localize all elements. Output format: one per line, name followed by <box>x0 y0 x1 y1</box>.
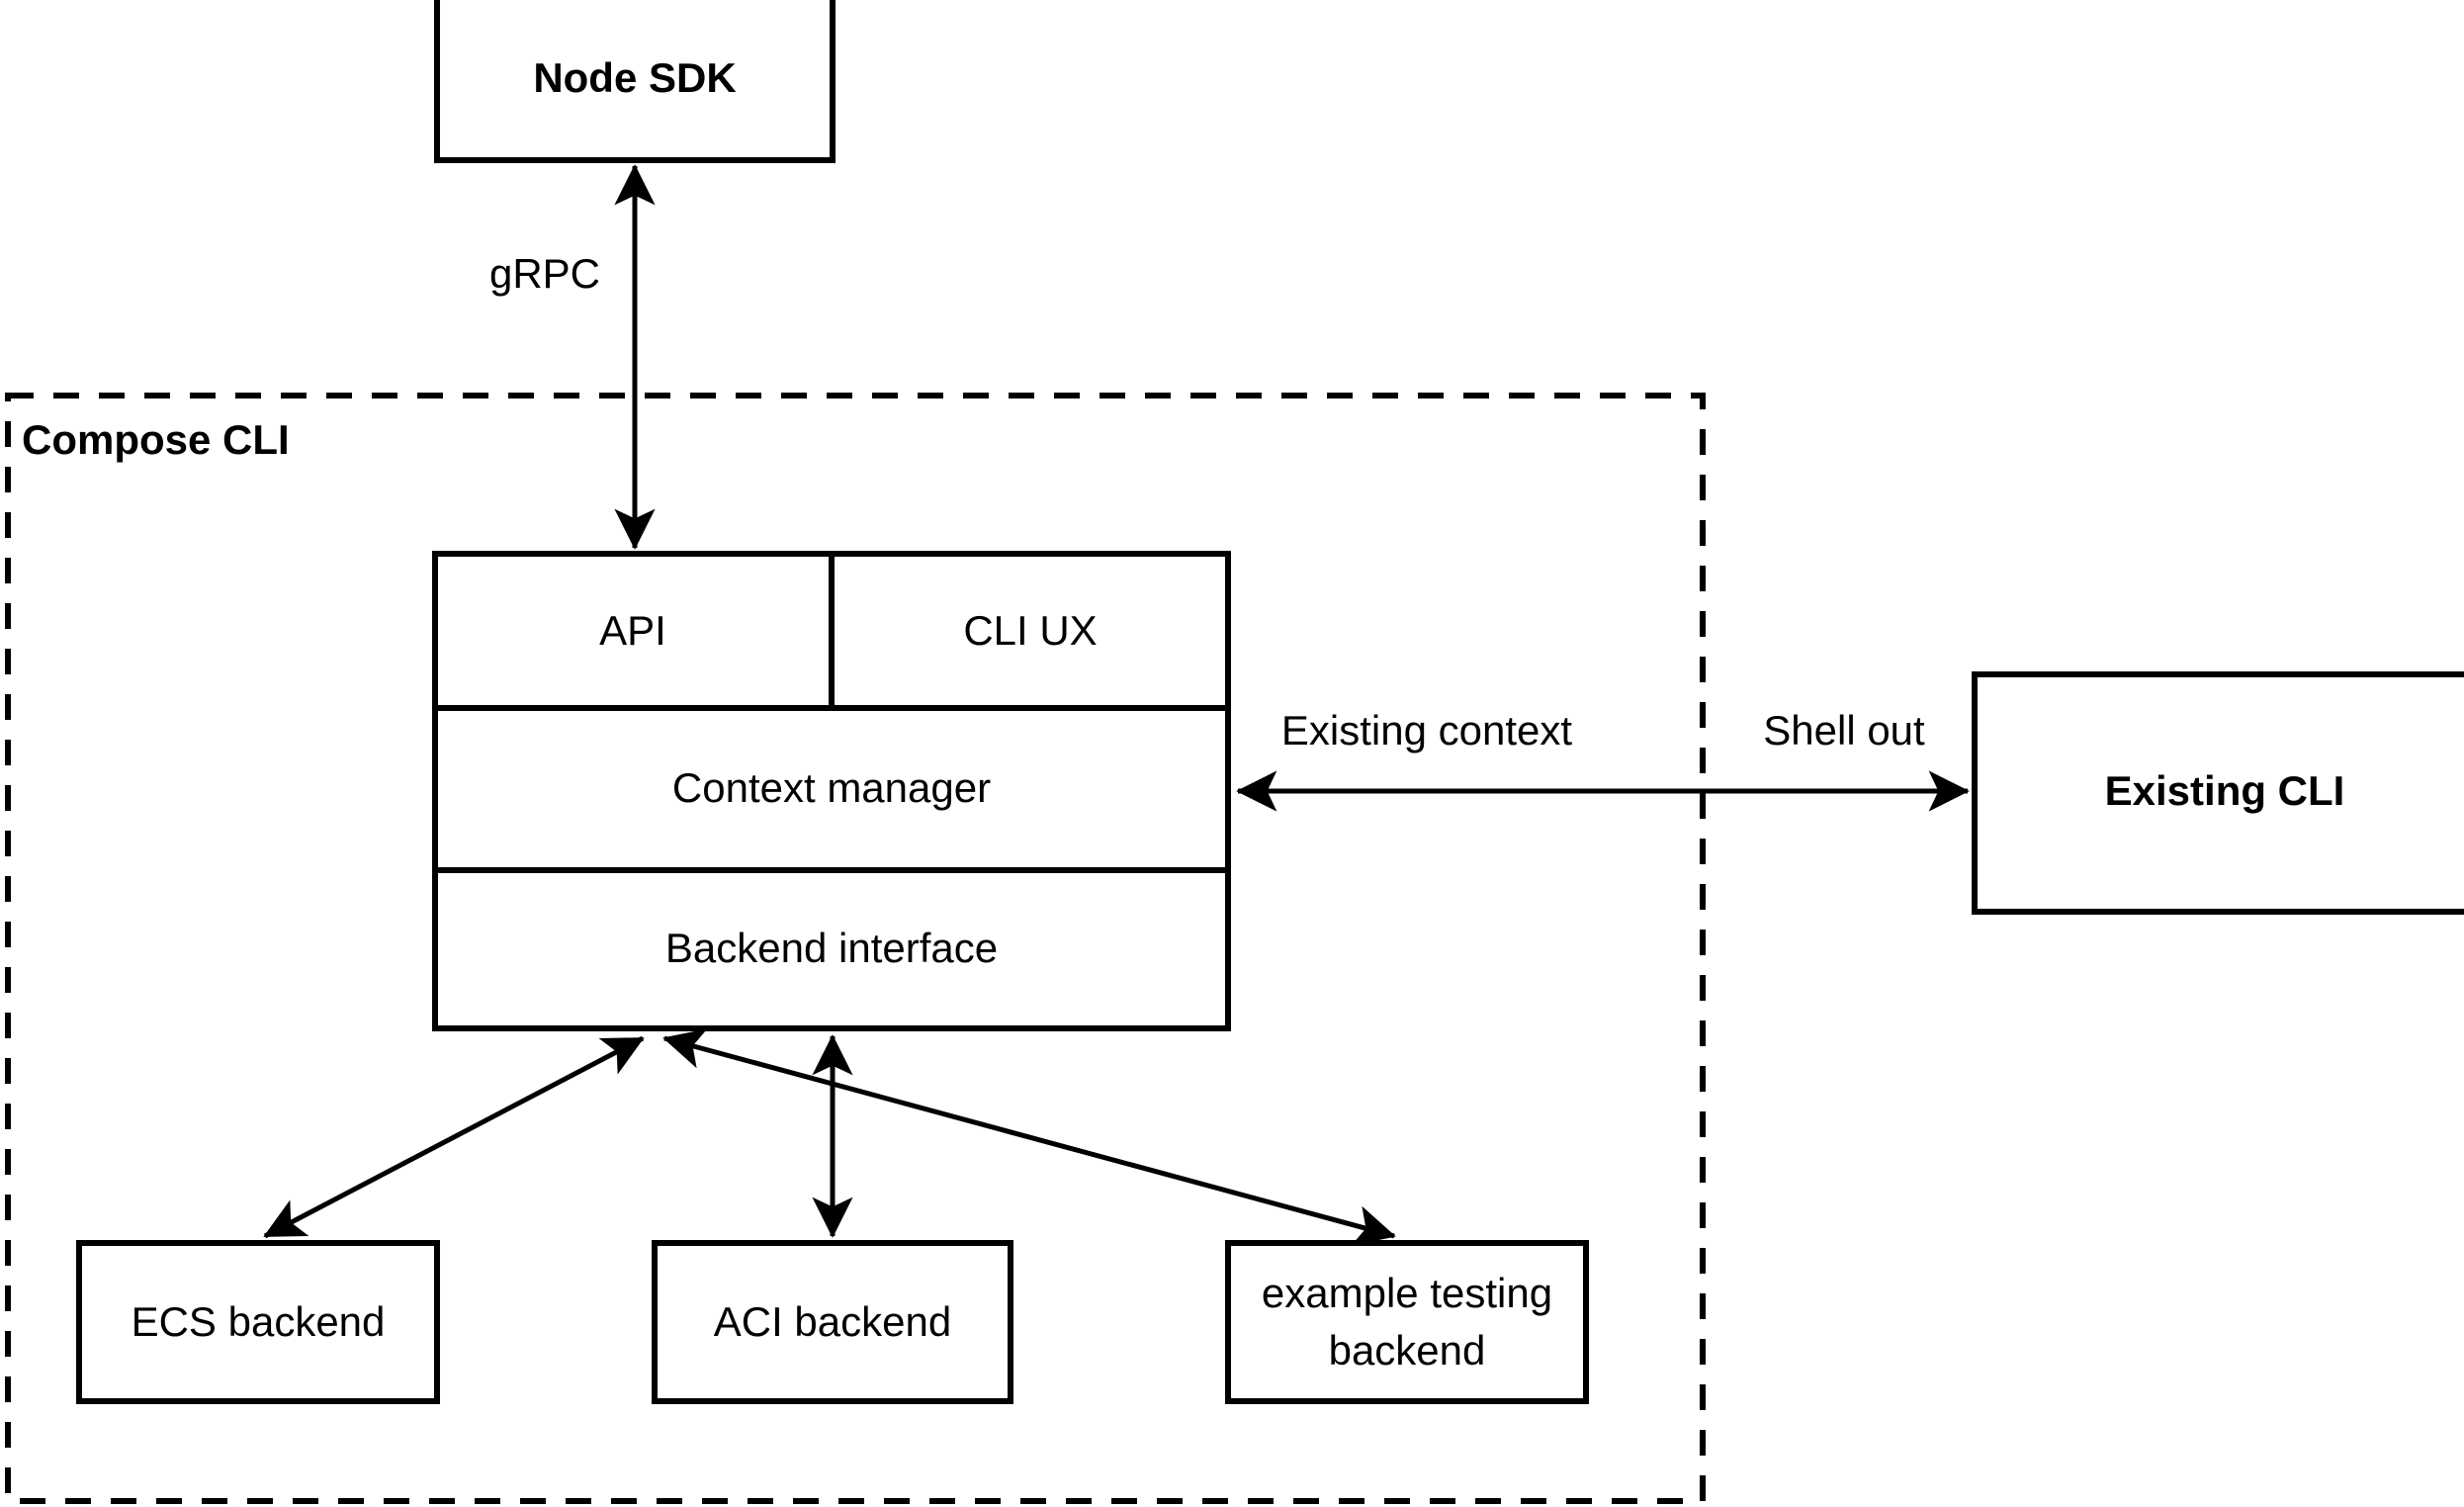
edge-label-grpc: gRPC <box>489 250 600 297</box>
existing-cli-box-rect[interactable] <box>1972 671 2464 915</box>
backend-interface-cell[interactable]: Backend interface <box>665 925 998 971</box>
edge-grpc: gRPC <box>489 164 656 550</box>
aci-backend-box[interactable]: ACI backend <box>652 1240 1013 1404</box>
example-testing-backend-label-line2: backend <box>1329 1327 1486 1374</box>
node-sdk-label: Node SDK <box>533 54 736 101</box>
existing-cli-box[interactable]: Existing CLI <box>1972 671 2464 915</box>
existing-cli-label: Existing CLI <box>2105 767 2345 814</box>
edge-existing-context-shell-out: Existing context Shell out <box>1236 707 1970 812</box>
ecs-backend-box-rect[interactable] <box>76 1240 440 1404</box>
ecs-backend-box[interactable]: ECS backend <box>76 1240 440 1404</box>
ecs-arrow-line <box>263 1035 645 1239</box>
compose-cli-group: Compose CLI <box>5 393 1706 1504</box>
aci-backend-label: ACI backend <box>714 1298 951 1345</box>
backend-interface-label: Backend interface <box>665 925 998 971</box>
api-cell[interactable]: API <box>599 607 666 654</box>
ecs-backend-label: ECS backend <box>132 1298 386 1345</box>
example-testing-backend-label-line1: example testing <box>1262 1270 1552 1316</box>
edge-label-existing-context: Existing context <box>1281 707 1572 754</box>
example-arrow-line <box>662 1028 1396 1246</box>
compose-cli-core-stack: API CLI UX Context manager Backend inter… <box>432 551 1231 1031</box>
cli-ux-cell[interactable]: CLI UX <box>963 607 1097 654</box>
compose-cli-group-border <box>5 393 1706 1504</box>
aci-backend-box-rect[interactable] <box>652 1240 1013 1404</box>
edge-backend-example <box>662 1028 1396 1246</box>
example-testing-backend-box[interactable]: example testing backend <box>1225 1240 1589 1404</box>
api-label: API <box>599 607 666 654</box>
edge-label-shell-out: Shell out <box>1763 707 1925 754</box>
context-manager-label: Context manager <box>672 764 991 811</box>
node-sdk-box-rect[interactable] <box>434 0 836 163</box>
compose-cli-group-label: Compose CLI <box>22 416 290 463</box>
example-testing-backend-box-rect[interactable] <box>1225 1240 1589 1404</box>
context-manager-cell[interactable]: Context manager <box>672 764 991 811</box>
edge-backend-ecs <box>263 1035 645 1239</box>
node-sdk-box[interactable]: Node SDK <box>434 0 836 163</box>
cli-ux-label: CLI UX <box>963 607 1097 654</box>
